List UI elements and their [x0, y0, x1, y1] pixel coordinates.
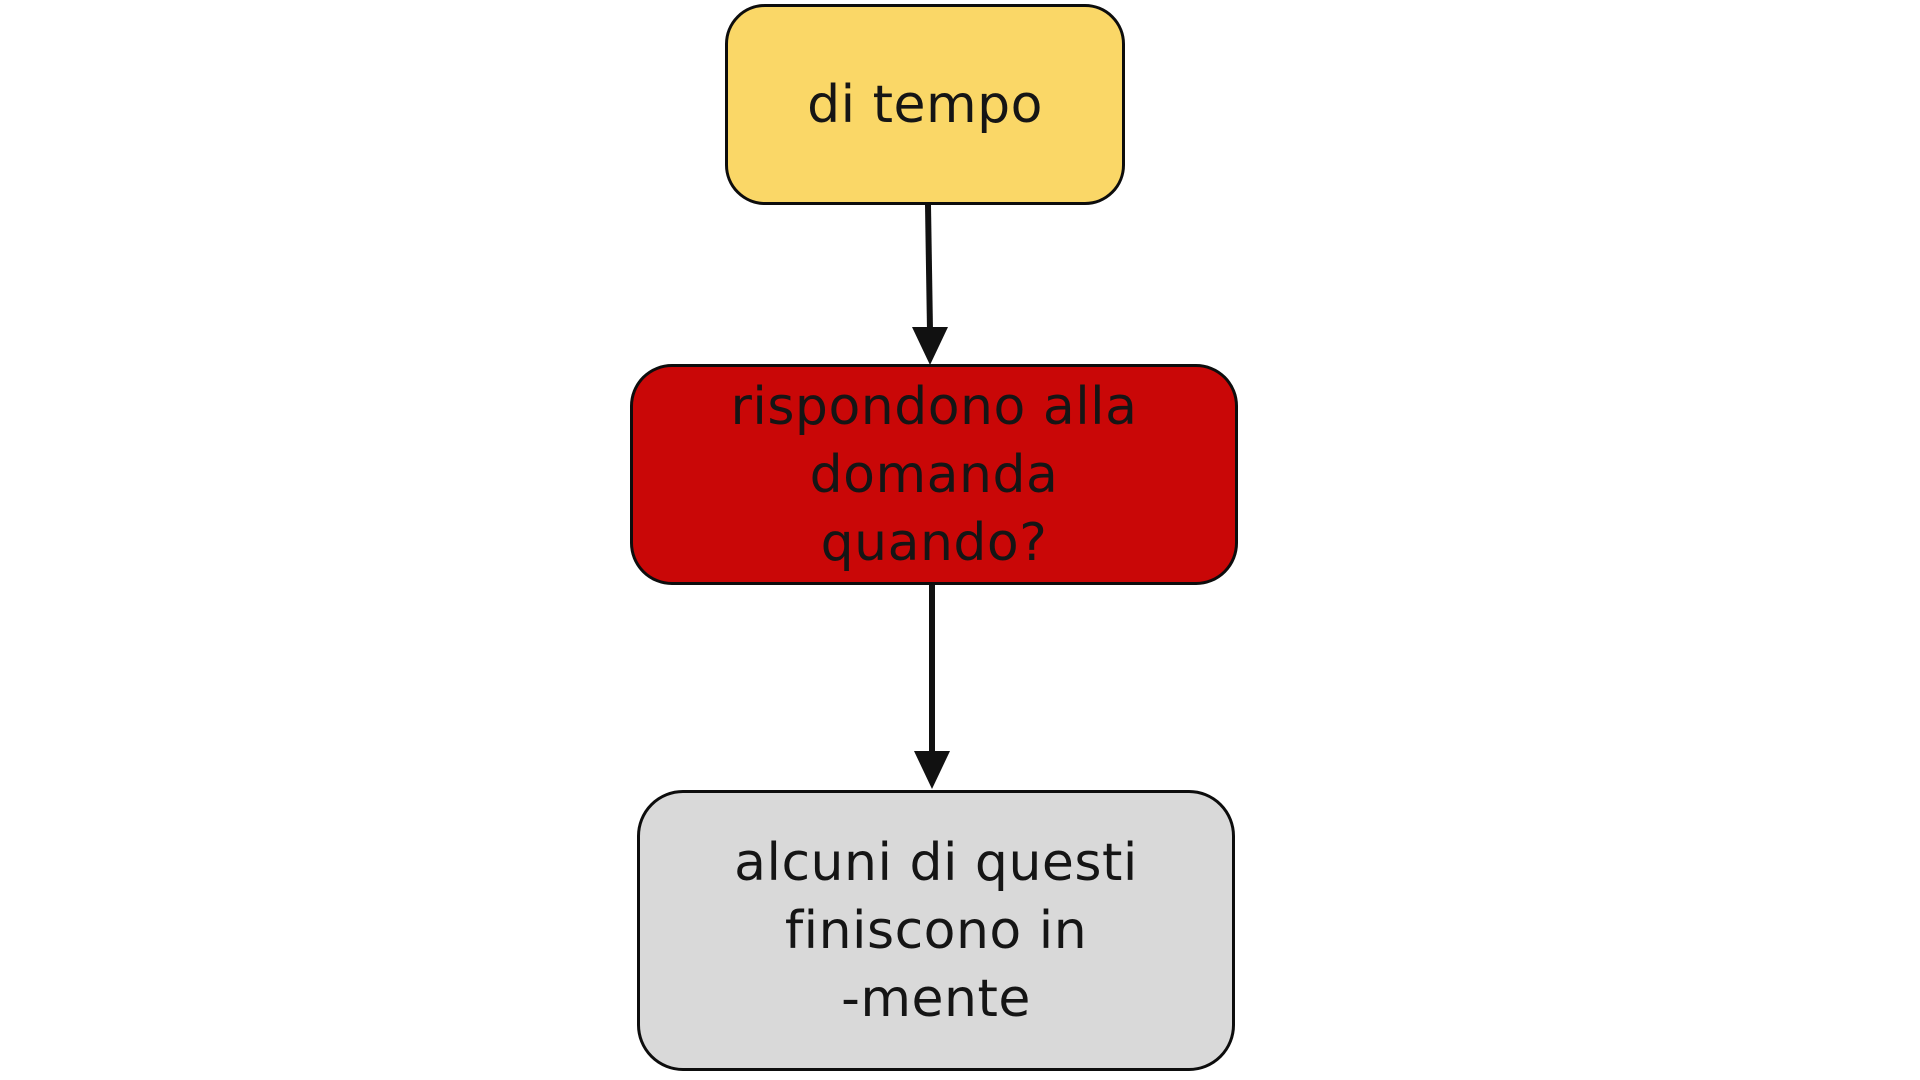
arrow-down-connector-2	[914, 585, 950, 789]
flowchart-node-rispondono-alla-domanda-quando: rispondono alla domanda quando?	[630, 364, 1238, 585]
flowchart-node-alcuni-finiscono-in-mente: alcuni di questi finiscono in -mente	[637, 790, 1235, 1071]
arrow-line-1	[925, 204, 933, 332]
arrow-head-1	[912, 327, 948, 365]
arrow-down-connector-1	[912, 204, 948, 365]
arrow-head-2	[914, 751, 950, 789]
flowchart-node-di-tempo: di tempo	[725, 4, 1125, 205]
